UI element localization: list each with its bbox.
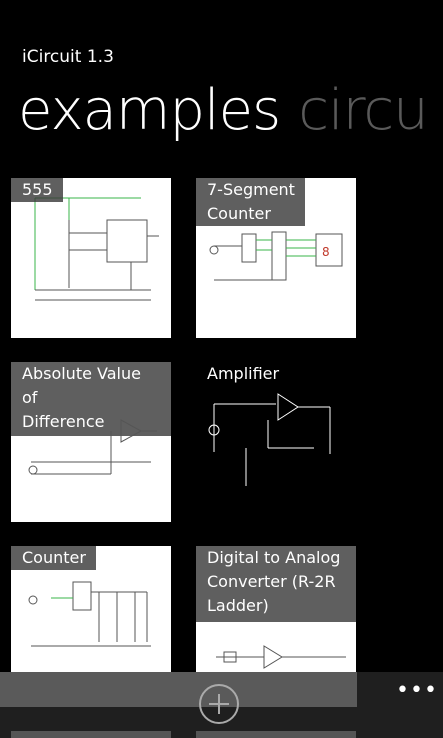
tile-peek [11, 731, 171, 738]
circuit-thumbnail [216, 645, 346, 669]
tile-label: Amplifier [207, 364, 280, 383]
tile-peek [196, 731, 356, 738]
pivot-header: examples circu [18, 78, 429, 143]
pivot-item-circuits[interactable]: circu [298, 78, 428, 143]
circuit-thumbnail: 8 [209, 231, 343, 281]
pivot-item-examples[interactable]: examples [18, 78, 281, 143]
circuit-thumbnail [28, 419, 157, 475]
add-icon[interactable] [199, 684, 239, 724]
tile-label: Digital to Analog Converter (R-2R Ladder… [207, 548, 341, 615]
example-tile-amplifier[interactable]: Amplifier [196, 362, 356, 522]
example-tile-555[interactable]: 555 [11, 178, 171, 338]
tile-label: Absolute Value of Difference Amplifier [22, 364, 141, 455]
circuit-thumbnail [28, 581, 151, 647]
example-tile-7-segment-counter[interactable]: 8 7-Segment Counter [196, 178, 356, 338]
more-options-icon[interactable]: ••• [396, 678, 438, 703]
app-title: iCircuit 1.3 [22, 47, 114, 67]
tile-label: 7-Segment Counter [196, 178, 305, 226]
tile-label: 555 [11, 178, 63, 202]
circuit-thumbnail [208, 393, 331, 486]
tile-label: Counter [11, 546, 96, 570]
svg-text:8: 8 [322, 245, 330, 259]
example-tile-absolute-value-difference-amplifier[interactable]: Absolute Value of Difference Amplifier [11, 362, 171, 522]
circuit-thumbnail [34, 197, 159, 301]
